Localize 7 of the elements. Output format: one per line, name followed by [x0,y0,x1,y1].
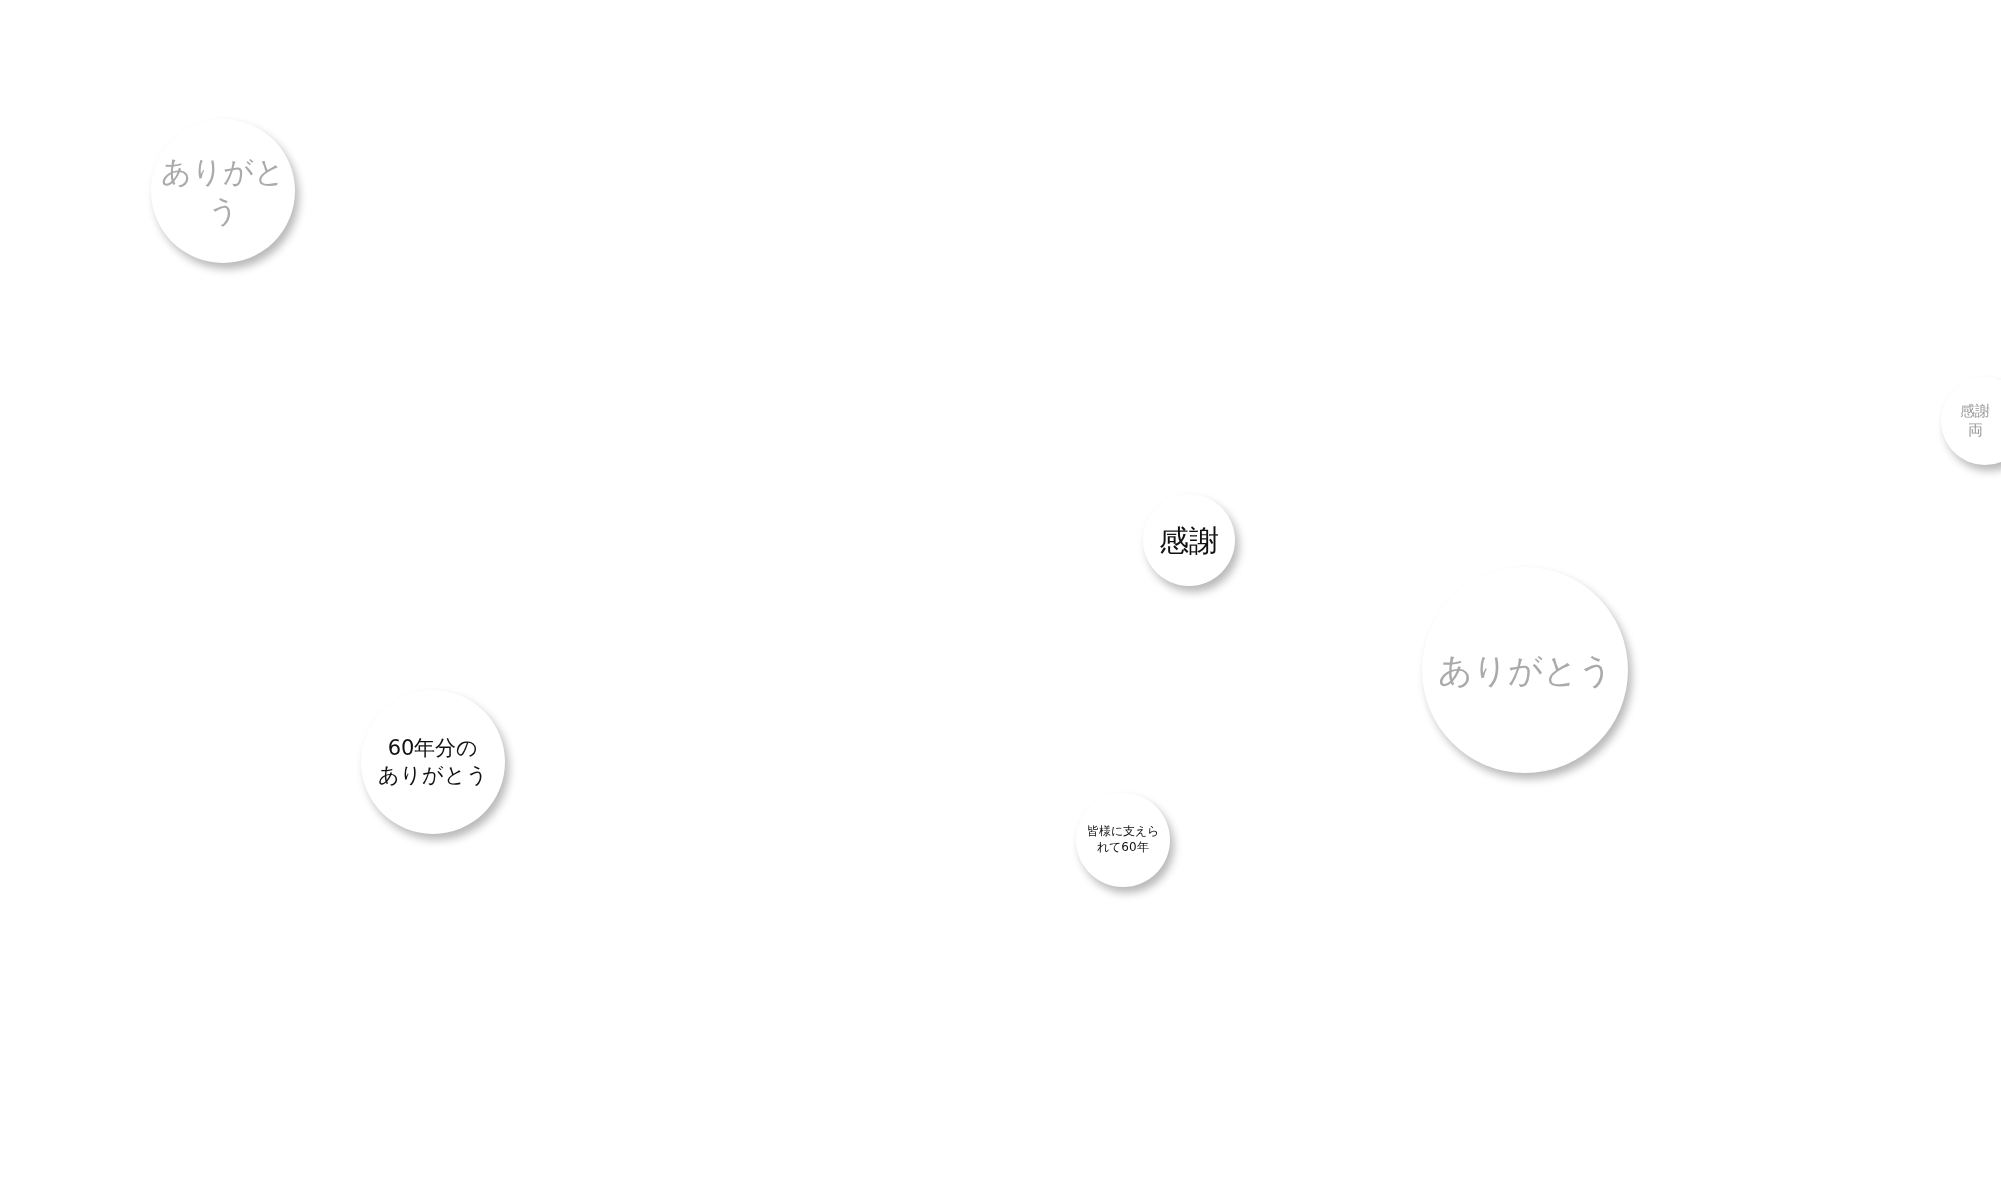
handwritten-text: 皆様に支えられて60年 [1087,824,1159,856]
handwritten-text: ありがとう [1437,648,1613,692]
handwritten-text: 両 [1967,421,1983,441]
handwritten-text: 感謝 [1960,401,1990,421]
handwritten-text: 60年分のありがとう [378,734,488,789]
handwritten-text: 感謝 [1159,521,1219,560]
handwritten-text: ありがとう [160,153,286,230]
